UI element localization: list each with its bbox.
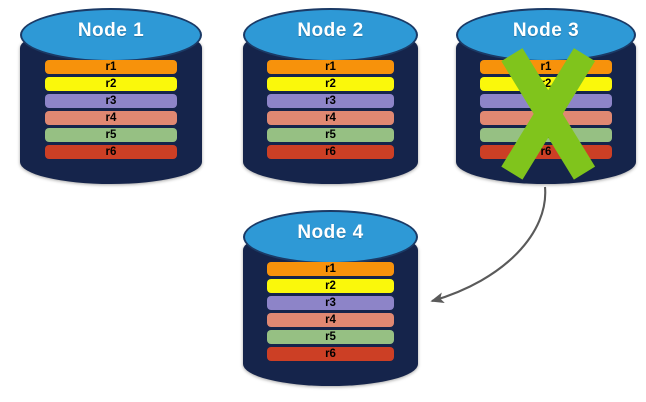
replica-bar-r1: r1 — [266, 60, 395, 74]
replica-bar-r6: r6 — [480, 145, 612, 159]
replica-bar-r5: r5 — [44, 128, 178, 142]
replica-bar-r1: r1 — [266, 262, 395, 276]
replica-bar-r2: r2 — [266, 279, 395, 293]
replica-bar-r4: r4 — [266, 313, 395, 327]
arrow-path — [430, 186, 547, 303]
cylinder-top-ellipse — [243, 8, 418, 62]
replica-rows: r1 r2 r3 r4 r5 r6 — [243, 262, 418, 361]
replica-bar-r2: r2 — [480, 77, 612, 91]
cylinder-top-ellipse — [20, 8, 202, 62]
replica-bar-r1: r1 — [44, 60, 178, 74]
replica-bar-r5: r5 — [266, 330, 395, 344]
replica-rows: r1 r2 r3 r4 r5 r6 — [456, 60, 636, 159]
replica-bar-r3: r3 — [480, 94, 612, 108]
replica-bar-r3: r3 — [266, 296, 395, 310]
replica-bar-r2: r2 — [44, 77, 178, 91]
replica-bar-r5: r5 — [480, 128, 612, 142]
replica-bar-r4: r4 — [480, 111, 612, 125]
cylinder-top-ellipse — [243, 210, 418, 264]
replica-bar-r5: r5 — [266, 128, 395, 142]
replica-bar-r1: r1 — [480, 60, 612, 74]
replica-bar-r3: r3 — [44, 94, 178, 108]
replica-rows: r1 r2 r3 r4 r5 r6 — [243, 60, 418, 159]
replica-bar-r6: r6 — [266, 145, 395, 159]
replica-bar-r6: r6 — [44, 145, 178, 159]
replica-bar-r4: r4 — [44, 111, 178, 125]
replica-bar-r4: r4 — [266, 111, 395, 125]
cylinder-top-ellipse — [456, 8, 636, 62]
replica-rows: r1 r2 r3 r4 r5 r6 — [20, 60, 202, 159]
replica-bar-r3: r3 — [266, 94, 395, 108]
replica-bar-r2: r2 — [266, 77, 395, 91]
replica-bar-r6: r6 — [266, 347, 395, 361]
